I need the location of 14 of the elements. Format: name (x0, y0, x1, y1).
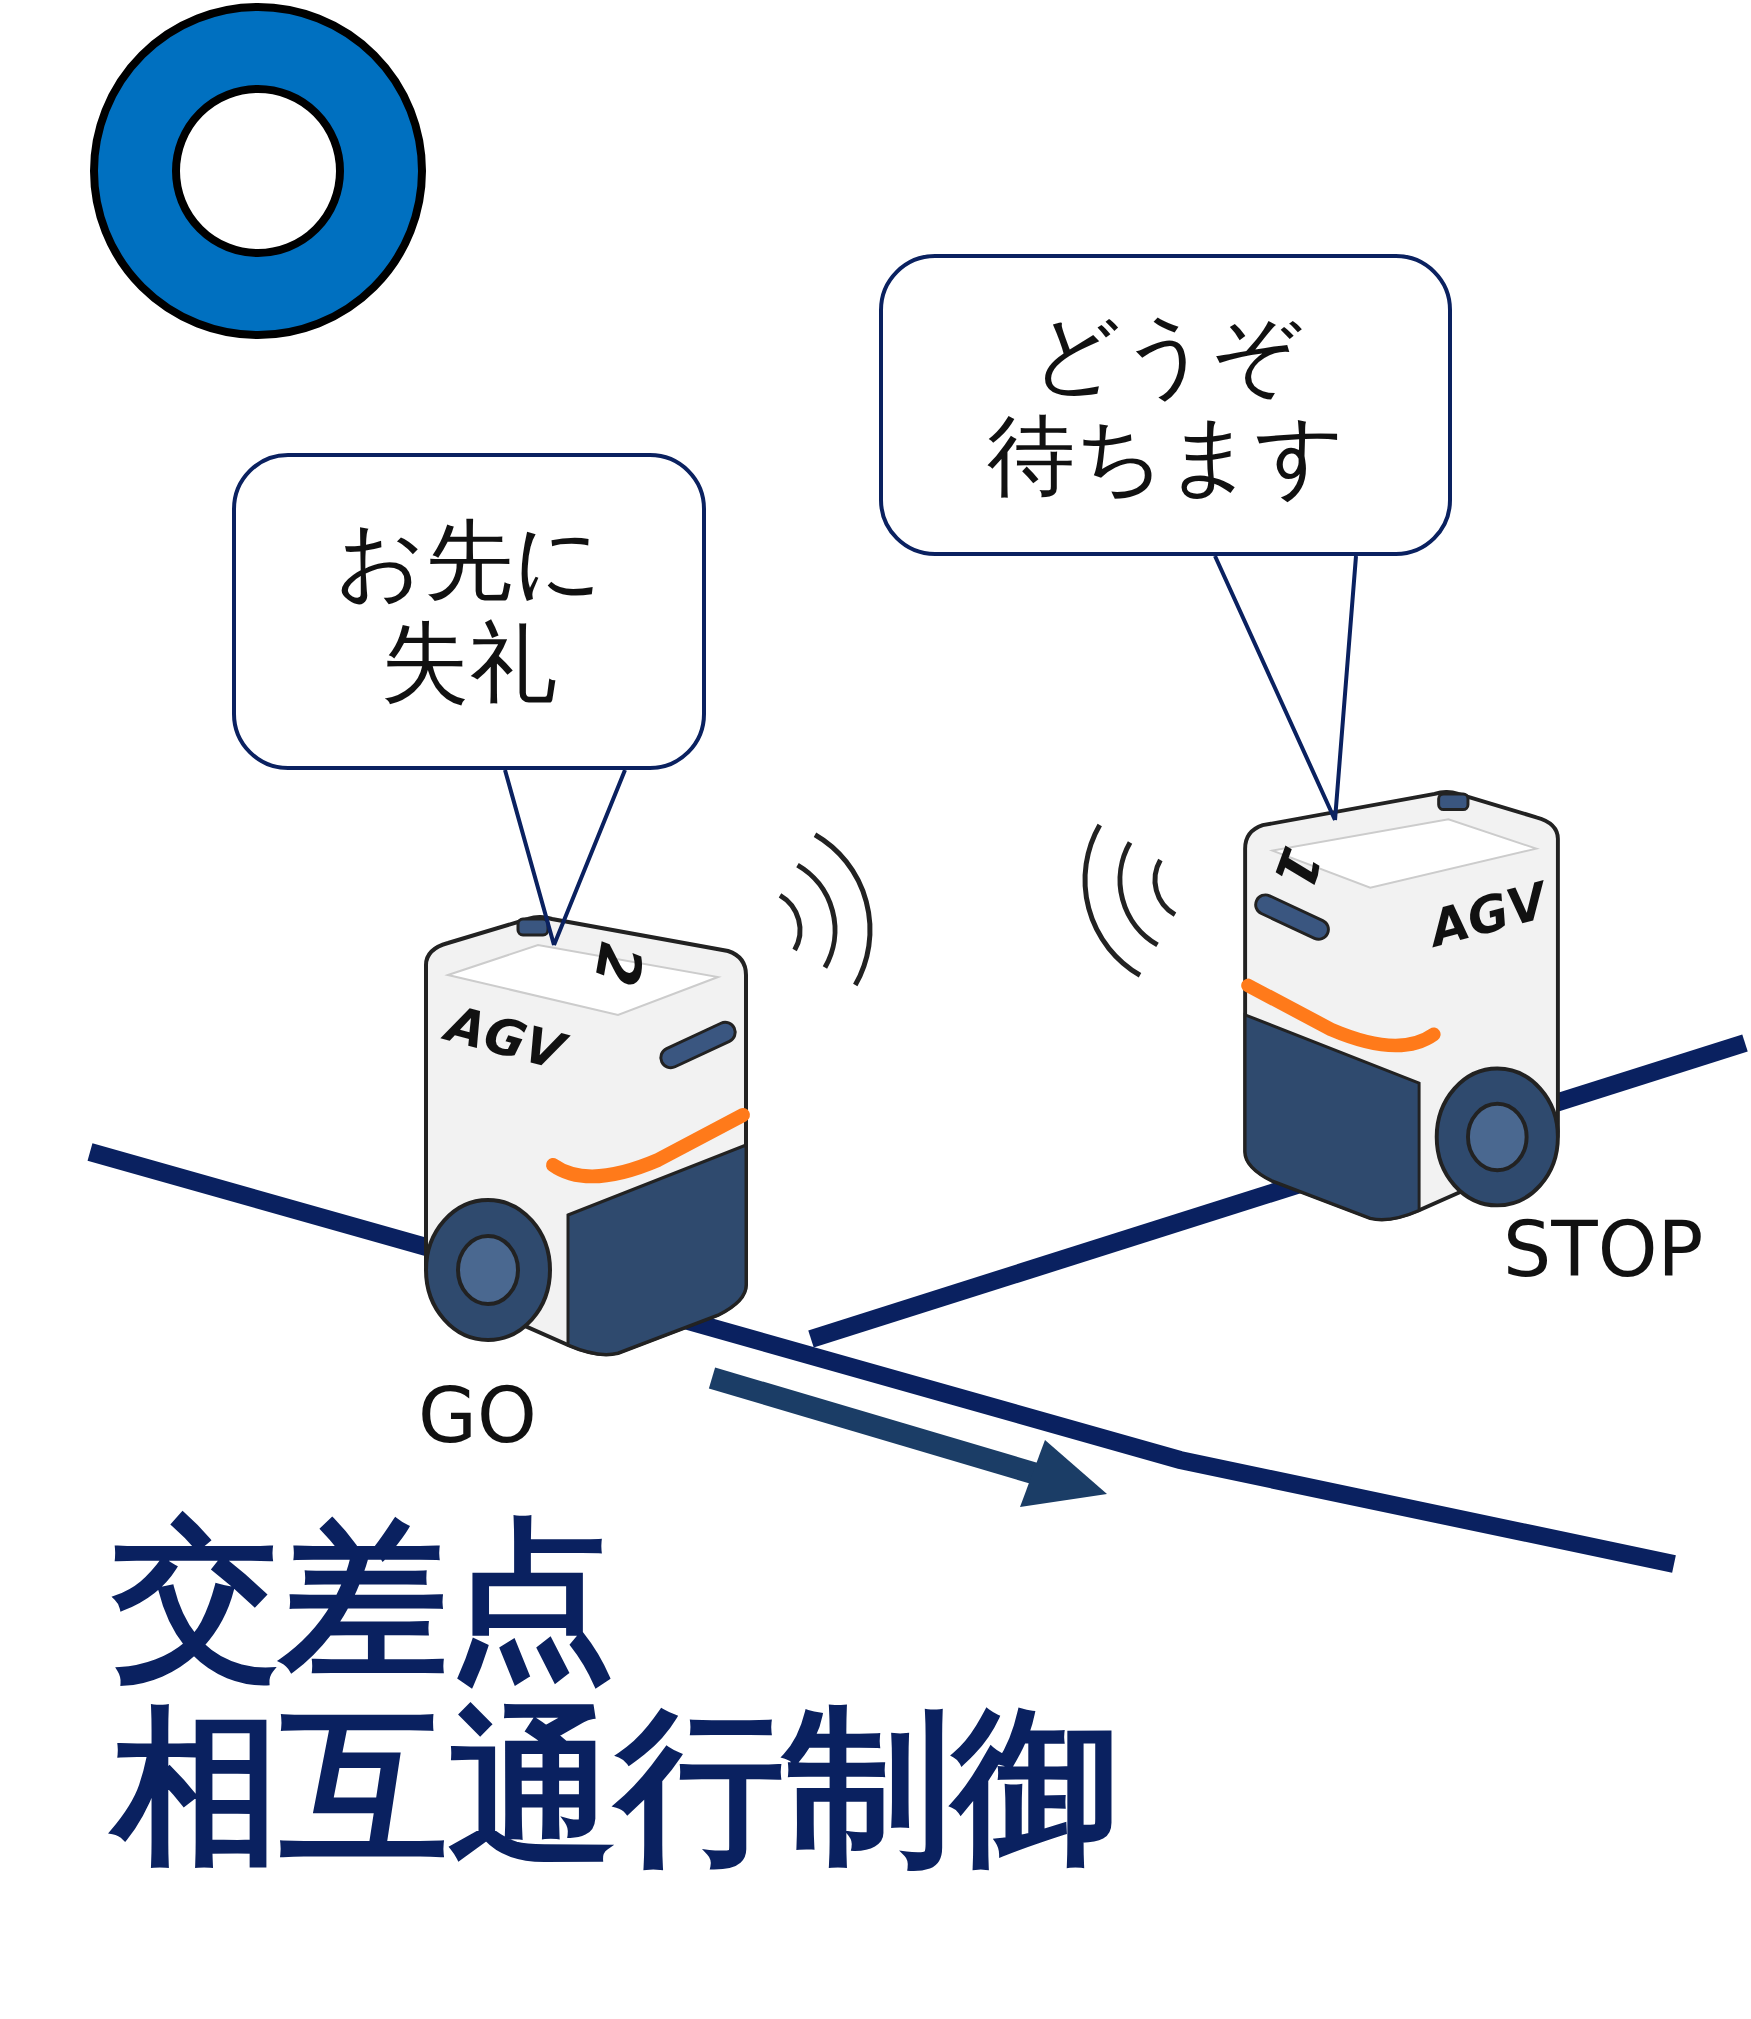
robot-number: 2 (585, 939, 653, 991)
speech-bubble (232, 453, 706, 770)
status-label: GO (418, 1378, 537, 1454)
speech-bubble (879, 254, 1452, 556)
robot-number: 1 (1264, 840, 1331, 896)
speech-text: 失礼 (381, 611, 557, 713)
speech-text: お先に (335, 510, 603, 612)
robot-label: AGV (1424, 875, 1552, 955)
speech-text: 待ちます (986, 405, 1345, 507)
speech-bubble-tail (1213, 554, 1358, 822)
speech-text: どうぞ (1030, 303, 1301, 405)
speech-bubble-tail (503, 768, 627, 947)
status-label: STOP (1503, 1212, 1704, 1288)
robot-label: AGV (441, 998, 569, 1078)
